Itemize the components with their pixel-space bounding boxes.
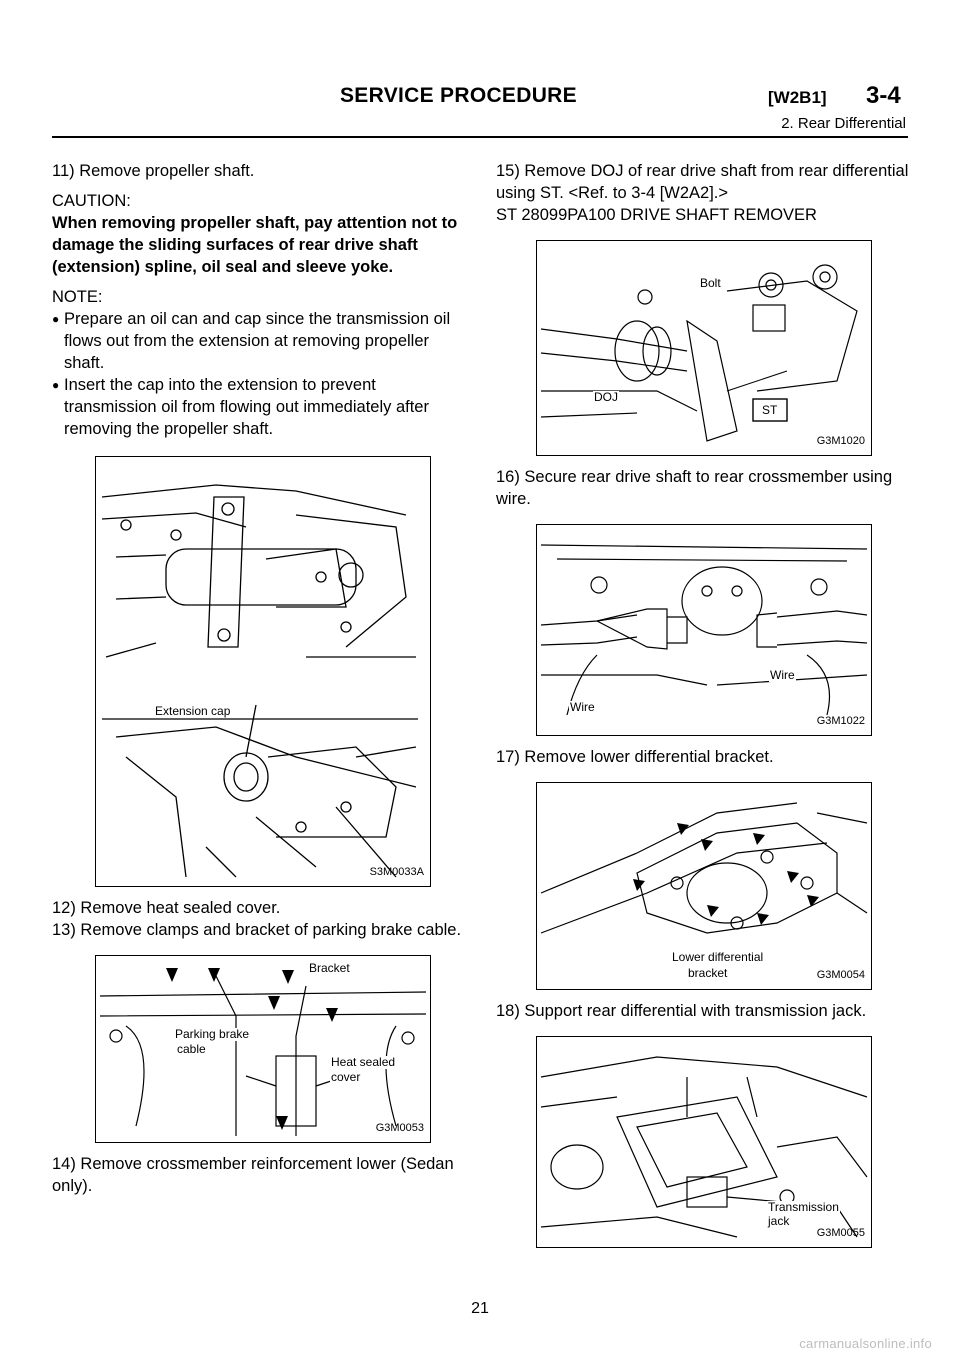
figure-id: G3M1022 xyxy=(816,715,865,727)
note-label: NOTE: xyxy=(52,288,103,306)
figure-doj-removal: Bolt DOJ ST G3M1020 xyxy=(536,240,872,456)
step-12: 12) Remove heat sealed cover. xyxy=(52,899,281,917)
figure-transmission-jack: Transmission jack G3M0055 xyxy=(536,1036,872,1248)
lower-bracket-illustration xyxy=(540,802,868,934)
section-number: 3-4 xyxy=(866,82,901,109)
step-18: 18) Support rear differential with trans… xyxy=(496,1002,867,1020)
label-cover: cover xyxy=(330,1070,362,1084)
bullet-icon: ● xyxy=(52,312,60,326)
footer-watermark: carmanualsonline.info xyxy=(799,1336,932,1351)
section-subtitle: 2. Rear Differential xyxy=(781,115,906,132)
figure-id: G3M0055 xyxy=(816,1227,865,1239)
bullet-icon: ● xyxy=(52,378,60,392)
note-item-2: ● Insert the cap into the extension to p… xyxy=(52,374,470,440)
figure-id: G3M1020 xyxy=(816,435,865,447)
label-parking-brake: Parking brake xyxy=(174,1027,251,1041)
propeller-shaft-illustration xyxy=(101,484,418,878)
step-15: 15) Remove DOJ of rear drive shaft from … xyxy=(496,162,909,202)
label-lower-differential: Lower differential xyxy=(671,950,765,964)
label-bracket: bracket xyxy=(687,966,729,980)
right-column: 15) Remove DOJ of rear drive shaft from … xyxy=(496,160,914,1248)
page-number: 21 xyxy=(471,1300,489,1317)
label-bracket: Bracket xyxy=(308,961,351,975)
step-14: 14) Remove crossmember reinforcement low… xyxy=(52,1155,454,1195)
figure-id: S3M0033A xyxy=(369,866,424,878)
label-jack: jack xyxy=(767,1214,791,1228)
caution-label: CAUTION: xyxy=(52,192,131,210)
parking-brake-illustration xyxy=(99,968,427,1136)
step-17: 17) Remove lower differential bracket. xyxy=(496,748,774,766)
note-item-1: ● Prepare an oil can and cap since the t… xyxy=(52,308,470,374)
figure-id: G3M0053 xyxy=(375,1122,424,1134)
step-13: 13) Remove clamps and bracket of parking… xyxy=(52,921,462,939)
figure-propeller-shaft: Extension cap S3M0033A xyxy=(95,456,431,887)
label-transmission: Transmission xyxy=(767,1200,840,1214)
figure-wire-secure: Wire Wire G3M1022 xyxy=(536,524,872,736)
figure-id: G3M0054 xyxy=(816,969,865,981)
label-doj: DOJ xyxy=(593,390,619,404)
label-wire-left: Wire xyxy=(569,700,596,714)
label-st: ST xyxy=(762,403,778,417)
caution-text: When removing propeller shaft, pay atten… xyxy=(52,214,458,276)
note-text-1: Prepare an oil can and cap since the tra… xyxy=(64,310,451,372)
header-rule xyxy=(52,136,908,138)
label-extension-cap: Extension cap xyxy=(154,704,232,718)
label-cable: cable xyxy=(176,1042,207,1056)
label-bolt: Bolt xyxy=(699,276,722,290)
transmission-jack-illustration xyxy=(540,1056,868,1238)
section-code: [W2B1] xyxy=(768,88,827,107)
note-text-2: Insert the cap into the extension to pre… xyxy=(64,376,429,438)
step-11: 11) Remove propeller shaft. xyxy=(52,162,255,180)
left-column: 11) Remove propeller shaft. CAUTION: Whe… xyxy=(52,160,470,1197)
figure-parking-brake-cable: Bracket Parking brake cable Heat sealed … xyxy=(95,955,431,1143)
doj-removal-illustration xyxy=(540,264,858,442)
step-16: 16) Secure rear drive shaft to rear cros… xyxy=(496,468,893,508)
label-wire-right: Wire xyxy=(769,668,796,682)
figure-lower-diff-bracket: Lower differential bracket G3M0054 xyxy=(536,782,872,990)
label-heat-sealed: Heat sealed xyxy=(330,1055,397,1069)
st-tool-line: ST 28099PA100 DRIVE SHAFT REMOVER xyxy=(496,206,817,224)
section-title: SERVICE PROCEDURE xyxy=(340,84,577,107)
